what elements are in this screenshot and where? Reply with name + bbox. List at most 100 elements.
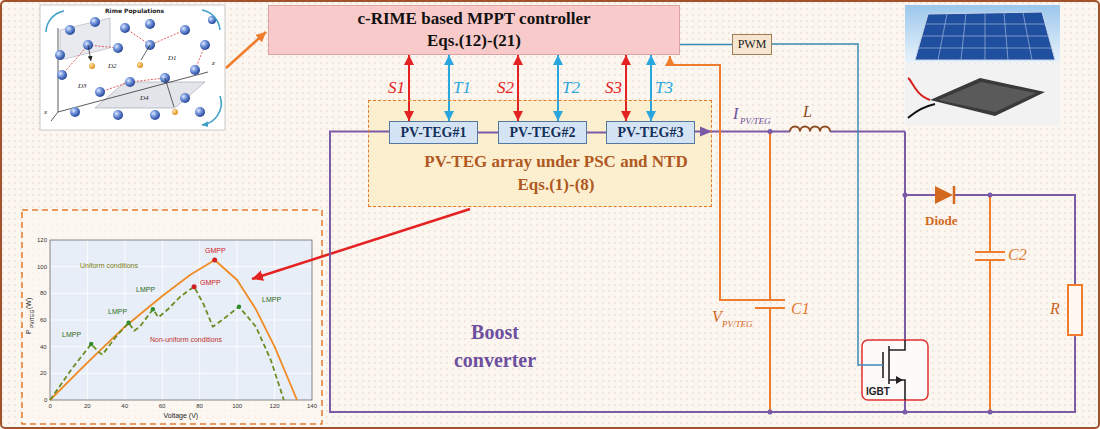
pv-teg-photos [930,78,1045,116]
signal-subscript: PV/TEG [740,116,771,126]
signal-arrow [625,55,627,121]
rime-illustration [40,5,225,130]
junction-dot [903,193,908,198]
node-text: PV-TEG#1 [401,125,467,141]
rime-illustration [195,107,205,117]
junction-dot [768,129,993,415]
pv-curve-chart [126,321,130,325]
tick-label: 0 [44,397,47,403]
connector-line [680,44,732,46]
signal-name: I [733,105,738,123]
rime-illustration [145,19,155,29]
node-text: PV-TEG array under PSC and NTD [424,151,687,174]
tick-label: 140 [307,403,317,409]
junction-dot [988,193,993,198]
part-name: C2 [1008,246,1027,264]
diode-symbol [935,186,953,204]
signal-label: T3 [655,78,673,98]
rime-illustration [89,63,95,69]
tick-label: 40 [121,403,128,409]
rime-illustration [190,65,200,75]
inductor-symbol [790,127,830,132]
signal-label: T2 [562,78,580,98]
rime-illustration [137,62,143,68]
pv-curve-chart [50,260,297,400]
pointer-arrow [252,209,470,279]
region-label: D1 [168,54,177,62]
pv-curve-chart [22,210,322,424]
rime-illustration [62,28,205,92]
diode-symbol [953,186,956,204]
peak-label: LMPP [108,308,127,315]
pv-curve-chart [50,240,312,400]
tick-label: 120 [270,403,280,409]
igbt-symbol [896,376,903,384]
rime-illustration [200,40,210,50]
pv-curve-chart [192,284,197,289]
peak-label: GMPP [200,279,221,286]
voltage-sense-line [670,56,755,300]
pointer-arrow [226,32,266,68]
rime-illustration [40,5,225,130]
rime-illustration [125,77,135,87]
rime-illustration [70,107,80,117]
pv-teg-photos [918,12,1052,60]
part-name: Diode [925,213,958,229]
peak-label: LMPP [262,296,281,303]
curve-label: Uniform conditions [80,262,138,269]
rime-illustration [46,10,221,125]
rime-illustration [60,18,110,60]
figure-title: Rime Populations [105,7,164,14]
tick-label: 100 [37,264,47,270]
region-label: D4 [140,94,149,102]
module-box: PV-TEG#2 [498,121,587,144]
capacitor-symbol [975,195,1005,412]
signal-arrow [557,55,559,121]
pv-teg-photos [905,5,1060,126]
rime-illustration [150,110,160,120]
igbt-symbol [862,340,928,400]
rime-illustration [88,45,174,107]
tick-label: 100 [232,403,242,409]
pv-curve-chart [50,240,312,400]
circuit-title: Boost converter [440,318,550,374]
signal-label: S1 [388,78,405,98]
part-name: L [803,103,812,121]
junction-dot [768,410,773,415]
peak-label: LMPP [62,331,81,338]
axis-title: (W) [25,298,32,309]
node-text: Eqs.(12)-(21) [427,30,521,52]
pv-curve-chart [50,240,312,400]
capacitor-symbol [755,132,785,413]
pwm-box: PWM [732,34,772,55]
pv-curve-chart [22,210,322,424]
rime-illustration [180,93,190,103]
rime-illustration [57,70,67,80]
pv-curve-chart [151,307,155,311]
rime-illustration [95,82,205,108]
region-label: D3 [78,82,87,90]
rime-illustration [51,28,208,121]
pv-teg-photos [938,82,1036,112]
signal-arrow [448,55,450,121]
pv-curve-chart [212,258,217,263]
tick-label: 80 [40,290,47,296]
signal-name: V [712,308,722,326]
tick-label: 60 [40,317,47,323]
connector-line [478,132,498,134]
part-name: IGBT [866,386,890,397]
region-label: D2 [108,62,117,70]
pv-teg-photos [905,5,1060,63]
axis-letter: x [44,108,47,116]
current-arrow [700,127,712,137]
module-box: PV-TEG#1 [389,121,478,144]
pv-teg-photos [908,78,930,100]
rime-illustration [180,25,190,35]
pv-curve-chart [237,305,241,309]
pv-curve-chart [89,305,241,347]
signal-arrow [650,55,652,121]
node-text: PV-TEG#3 [618,125,684,141]
tick-label: 120 [37,237,47,243]
